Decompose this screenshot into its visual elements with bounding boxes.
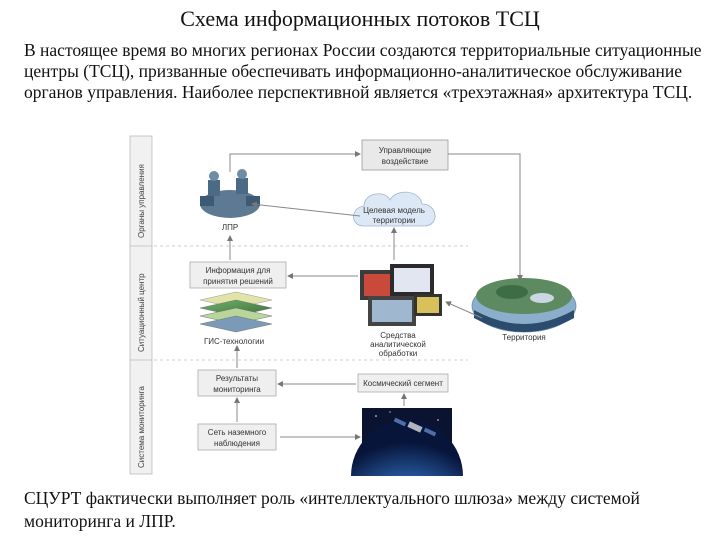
decision-makers-icon (200, 169, 260, 218)
lpr-label: ЛПР (222, 223, 238, 232)
decision-info-label-1: Информация для (206, 266, 271, 275)
band-label-bottom: Система мониторинга (137, 386, 146, 468)
ground-network-box (197, 423, 277, 451)
flow-arrows (227, 151, 523, 440)
territory-label: Территория (502, 333, 546, 342)
monitoring-results-box (197, 369, 277, 397)
monitoring-results-label-1: Результаты (216, 374, 258, 383)
target-model-cloud (353, 191, 436, 227)
analytics-label-3: обработки (379, 349, 417, 358)
band-label-top: Органы управления (137, 164, 146, 238)
analytics-screens-icon (360, 264, 442, 326)
analytics-label-1: Средства (380, 331, 416, 340)
target-model-label-1: Целевая модель (363, 206, 425, 215)
closing-paragraph: СЦУРТ фактически выполняет роль «интелле… (24, 488, 640, 531)
target-model-label-2: территории (373, 216, 416, 225)
decision-info-box (189, 261, 287, 289)
ground-network-label-1: Сеть наземного (208, 428, 267, 437)
territory-globe-icon (471, 278, 577, 333)
analytics-label-2: аналитической (370, 340, 426, 349)
monitoring-results-label-2: мониторинга (213, 385, 261, 394)
intro-paragraph: В настоящее время во многих регионах Рос… (24, 40, 702, 102)
page-title: Схема информационных потоков ТСЦ (180, 6, 540, 31)
band-label-middle: Ситуационный центр (137, 273, 146, 352)
control-action-label-1: Управляющие (379, 146, 432, 155)
control-action-box (361, 139, 449, 171)
gis-label: ГИС-технологии (204, 337, 264, 346)
band-top (128, 134, 590, 246)
decision-info-label-2: принятия решений (203, 277, 273, 286)
space-segment-box (357, 373, 449, 393)
ground-network-label-2: наблюдения (214, 439, 260, 448)
gis-layers-icon (199, 291, 273, 333)
space-segment-label: Космический сегмент (363, 379, 443, 388)
satellite-earth-icon (351, 408, 463, 476)
control-action-label-2: воздействие (382, 157, 429, 166)
information-flow-diagram: Органы управления Ситуационный центр Сис… (128, 134, 590, 476)
